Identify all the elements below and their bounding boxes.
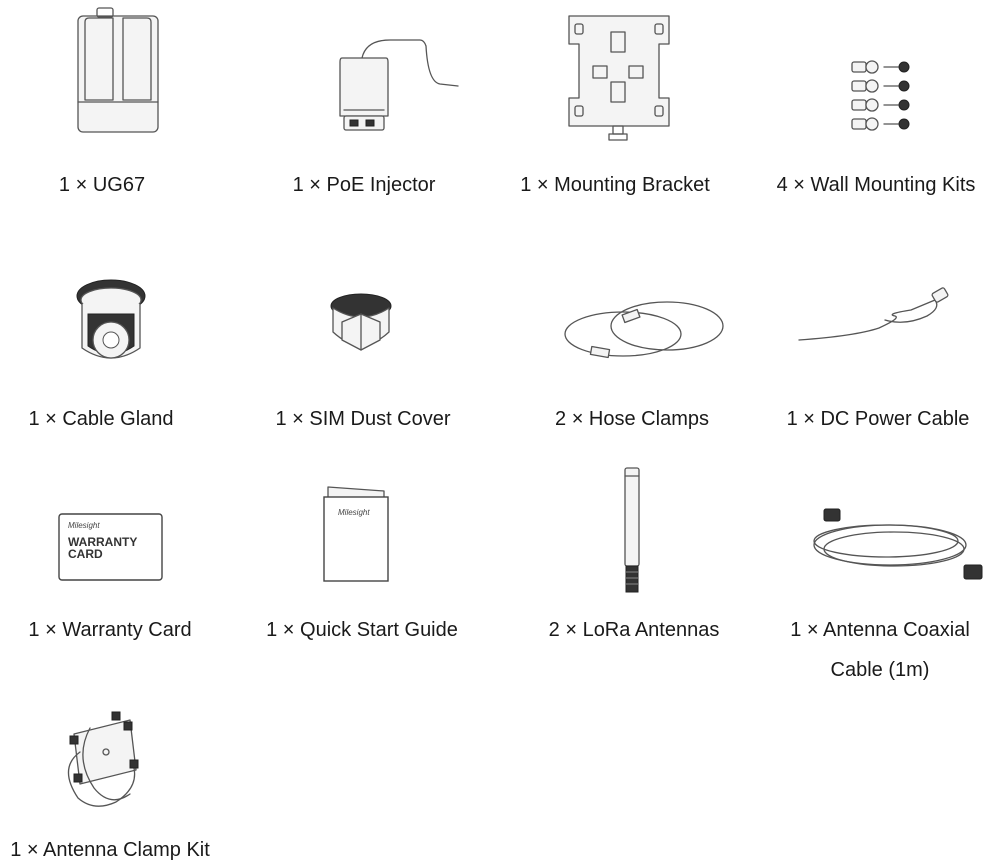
sim-dust-cover-illustration <box>330 293 392 351</box>
item-label: 1 × Antenna Clamp Kit <box>10 839 210 861</box>
dc-power-cable-illustration <box>798 287 949 341</box>
lora-antennas-illustration <box>624 467 640 593</box>
warranty-card-brand: Milesight <box>68 521 100 530</box>
ug67-gateway-illustration <box>77 7 159 133</box>
item-label: 2 × Hose Clamps <box>555 408 709 430</box>
antenna-clamp-kit-illustration <box>67 711 139 807</box>
item-label: 1 × PoE Injector <box>292 174 436 196</box>
antenna-coaxial-cable-illustration <box>813 508 983 580</box>
item-label: 1 × Warranty Card <box>28 619 192 641</box>
item-label: 1 × UG67 <box>58 174 146 196</box>
warranty-card-illustration: Milesight WARRANTY CARD <box>58 513 163 581</box>
item-label: 2 × LoRa Antennas <box>548 619 720 641</box>
item-label: 1 × Quick Start Guide <box>266 619 458 641</box>
wall-mounting-kits-illustration <box>851 60 910 131</box>
item-label: 4 × Wall Mounting Kits <box>776 174 976 196</box>
item-label: 1 × Antenna Coaxial <box>790 619 970 641</box>
quick-start-guide-brand: Milesight <box>338 508 370 517</box>
quick-start-guide-illustration: Milesight <box>323 486 389 582</box>
item-label: 1 × DC Power Cable <box>786 408 970 430</box>
item-label: 1 × Mounting Bracket <box>520 174 710 196</box>
item-label-line2: Cable (1m) <box>830 659 930 681</box>
item-label: 1 × Cable Gland <box>28 408 174 430</box>
mounting-bracket-illustration <box>568 15 670 141</box>
item-label: 1 × SIM Dust Cover <box>275 408 451 430</box>
cable-gland-illustration <box>76 279 146 359</box>
warranty-card-line1: WARRANTY <box>68 535 137 549</box>
hose-clamps-illustration <box>564 301 724 359</box>
poe-injector-illustration <box>339 39 459 131</box>
warranty-card-line2: CARD <box>68 547 103 561</box>
